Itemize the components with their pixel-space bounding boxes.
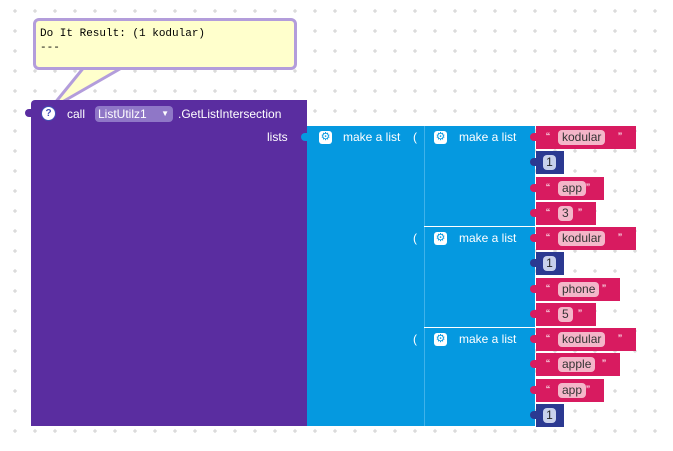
component-dropdown-value: ListUtilz1 [98, 107, 147, 121]
open-quote-icon: “ [546, 130, 550, 144]
close-quote-icon: ” [578, 206, 582, 220]
text-block-notch [530, 184, 536, 192]
text-field[interactable]: phone [558, 282, 600, 297]
text-field[interactable]: app [558, 181, 587, 196]
text-field[interactable]: kodular [558, 130, 606, 145]
text-block-notch [530, 209, 536, 217]
close-quote-icon: ” [586, 383, 590, 397]
open-quote-icon: “ [546, 357, 550, 371]
close-quote-icon: ” [618, 130, 622, 144]
close-quote-icon: ” [602, 357, 606, 371]
text-field[interactable]: app [558, 383, 587, 398]
socket-bracket: ( [413, 332, 417, 346]
text-field[interactable]: kodular [558, 231, 606, 246]
number-field[interactable]: 1 [543, 408, 556, 423]
text-field[interactable]: apple [558, 357, 596, 372]
gear-icon[interactable]: ⚙ [434, 333, 447, 346]
open-quote-icon: “ [546, 231, 550, 245]
comment-separator-line: --- [40, 42, 60, 54]
text-block-notch [530, 285, 536, 293]
outer-list-gear-icon[interactable]: ⚙ [319, 131, 332, 144]
text-block-notch [530, 335, 536, 343]
number-field[interactable]: 1 [543, 155, 556, 170]
lists-socket-label: lists [267, 130, 288, 144]
close-quote-icon: ” [602, 282, 606, 296]
outer-list-output-notch [301, 133, 307, 141]
make-a-list-label: make a list [459, 332, 517, 346]
text-field[interactable]: 5 [558, 307, 573, 322]
outer-list-label: make a list [343, 130, 401, 144]
comment-bubble[interactable]: Do It Result: (1 kodular) --- [33, 18, 297, 70]
chevron-down-icon: ▼ [161, 109, 169, 118]
text-field[interactable]: 3 [558, 206, 573, 221]
close-quote-icon: ” [618, 332, 622, 346]
number-block-notch [530, 259, 536, 267]
comment-result-line: Do It Result: (1 kodular) [40, 28, 206, 40]
make-a-list-label: make a list [459, 231, 517, 245]
socket-bracket: ( [413, 231, 417, 245]
call-block-output-notch [25, 109, 31, 117]
text-block-notch [530, 234, 536, 242]
number-block-notch [530, 158, 536, 166]
number-field[interactable]: 1 [543, 256, 556, 271]
component-dropdown[interactable]: ListUtilz1 ▼ [95, 106, 173, 122]
text-block-notch [530, 133, 536, 141]
make-a-list-label: make a list [459, 130, 517, 144]
gear-icon[interactable]: ⚙ [434, 131, 447, 144]
open-quote-icon: “ [546, 383, 550, 397]
close-quote-icon: ” [618, 231, 622, 245]
call-procedure-block[interactable] [31, 100, 307, 426]
open-quote-icon: “ [546, 282, 550, 296]
open-quote-icon: “ [546, 181, 550, 195]
open-quote-icon: “ [546, 332, 550, 346]
number-block-notch [530, 411, 536, 419]
close-quote-icon: ” [578, 307, 582, 321]
call-label: call [67, 107, 86, 121]
socket-bracket: ( [413, 130, 417, 144]
text-field[interactable]: kodular [558, 332, 606, 347]
open-quote-icon: “ [546, 307, 550, 321]
method-name: .GetListIntersection [178, 107, 282, 121]
outer-make-a-list-block[interactable] [307, 126, 424, 426]
text-block-notch [530, 386, 536, 394]
gear-icon[interactable]: ⚙ [434, 232, 447, 245]
text-block-notch [530, 310, 536, 318]
text-block-notch [530, 360, 536, 368]
help-icon[interactable]: ? [41, 106, 56, 121]
close-quote-icon: ” [586, 181, 590, 195]
open-quote-icon: “ [546, 206, 550, 220]
